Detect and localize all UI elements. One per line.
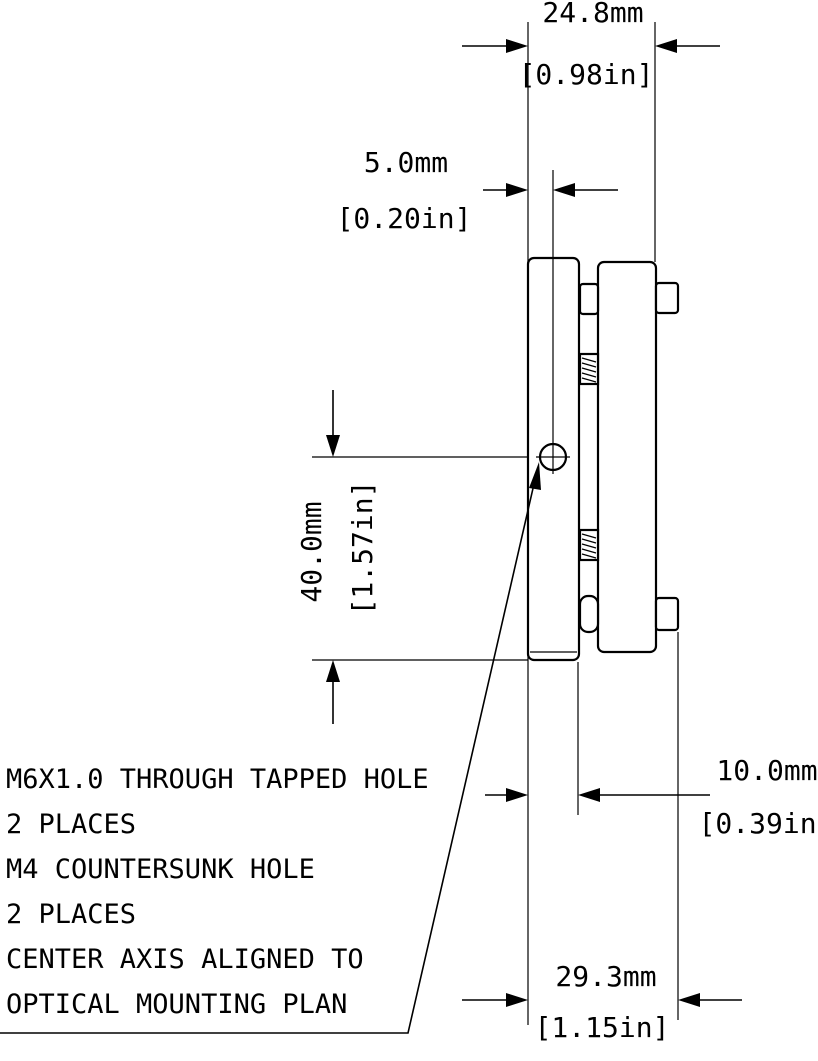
dim-overall-in: [1.15in]	[535, 1011, 670, 1044]
pin-top-left	[578, 282, 600, 316]
dim-gap-mm: 10.0mm	[716, 754, 817, 787]
dim-spacing-mm: 40.0mm	[295, 501, 328, 602]
dim-thickness-mm: 5.0mm	[364, 146, 448, 179]
dim-spacing-in: [1.57in]	[346, 481, 379, 616]
note-line-5: CENTER AXIS ALIGNED TO	[6, 944, 364, 975]
notes-block: M6X1.0 THROUGH TAPPED HOLE 2 PLACES M4 C…	[6, 764, 429, 1020]
note-line-4: 2 PLACES	[6, 899, 136, 930]
pin-top-right	[654, 281, 680, 315]
dim-overall-mm: 29.3mm	[555, 960, 656, 993]
extension-lines	[312, 22, 679, 1025]
part-side-view	[526, 256, 680, 662]
pin-bottom-left	[578, 594, 600, 634]
note-line-2: 2 PLACES	[6, 809, 136, 840]
note-line-1: M6X1.0 THROUGH TAPPED HOLE	[6, 764, 429, 795]
thread-top	[578, 352, 600, 386]
dim-gap-in: [0.39in]	[699, 807, 818, 840]
dim-labels: 24.8mm [0.98in] 5.0mm [0.20in] 40.0mm [1…	[295, 0, 818, 1044]
dim-thickness-in: [0.20in]	[337, 202, 472, 235]
pin-bottom-right	[654, 596, 680, 632]
dim-width-mm: 24.8mm	[542, 0, 643, 29]
note-line-3: M4 COUNTERSUNK HOLE	[6, 854, 315, 885]
dim-width-in: [0.98in]	[519, 58, 654, 91]
rear-plate	[596, 260, 658, 654]
thread-bottom	[578, 528, 600, 562]
note-line-6: OPTICAL MOUNTING PLAN	[6, 989, 347, 1020]
dim-arrows	[326, 39, 742, 1007]
note-leader	[0, 462, 541, 1034]
